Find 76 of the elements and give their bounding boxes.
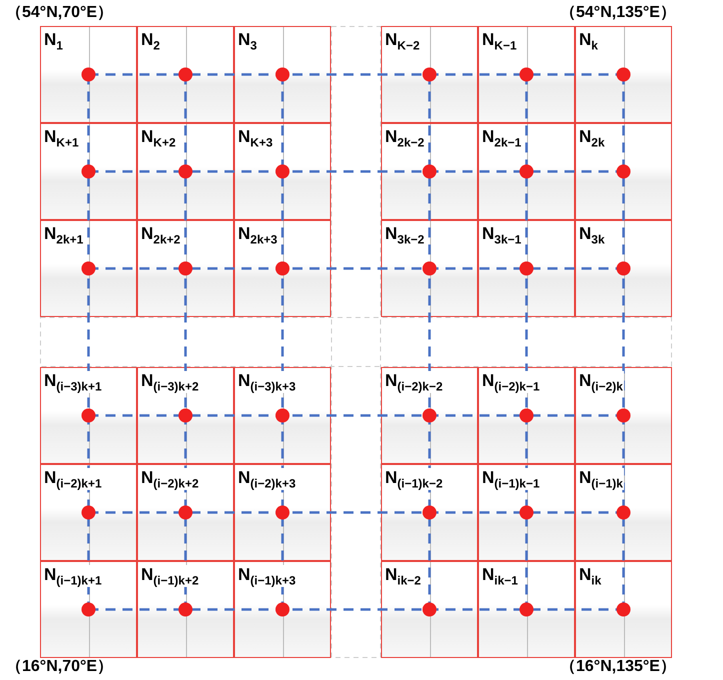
grid-cell — [478, 561, 575, 658]
grid-cell — [381, 464, 478, 561]
cell-label: N$_{3}$ — [238, 30, 258, 52]
cell-label: N$_{(i−1)k−2}$ — [385, 468, 444, 490]
grid-cell — [381, 123, 478, 220]
coordinate-label: （54°N,135°E） — [560, 3, 676, 23]
grid-cell — [478, 220, 575, 317]
grid-cell — [234, 220, 331, 317]
cell-label: N$_{2k+1}$ — [44, 224, 84, 246]
cell-label: N$_{(i−3)k+3}$ — [238, 371, 297, 394]
coordinate-label: （16°N,135°E） — [560, 657, 676, 677]
grid-cell — [40, 220, 137, 317]
cell-label: N$_{3k}$ — [579, 224, 606, 246]
grid-cell — [40, 123, 137, 220]
grid-cell — [234, 367, 331, 464]
grid-cell — [137, 123, 234, 220]
cell-label: N$_{(i−3)k+2}$ — [141, 371, 200, 394]
grid-cell — [234, 561, 331, 658]
cell-label: N$_{2k−2}$ — [385, 127, 426, 150]
cell-label: N$_{2k}$ — [579, 127, 606, 150]
cell-label: N$_{(i−2)k+1}$ — [44, 468, 103, 490]
grid-cell — [234, 123, 331, 220]
cell-label: N$_{(i−1)k−1}$ — [482, 468, 541, 490]
cell-label: N$_{2k−1}$ — [482, 127, 522, 150]
cell-label: N$_{K−2}$ — [385, 30, 421, 52]
cell-label: N$_{(i−1)k+1}$ — [44, 565, 103, 588]
grid-cell — [137, 26, 234, 123]
coordinate-label: （54°N,70°E） — [6, 3, 114, 23]
grid-cell — [575, 464, 672, 561]
grid-cell — [40, 464, 137, 561]
grid-cell — [478, 26, 575, 123]
cell-label: N$_{K−1}$ — [482, 30, 518, 52]
cell-label: N$_{1}$ — [44, 30, 64, 52]
grid-cell — [381, 367, 478, 464]
cell-label: N$_{(i−2)k−2}$ — [385, 371, 444, 394]
cell-label: N$_{ik−1}$ — [482, 565, 519, 588]
grid-cell — [575, 367, 672, 464]
grid-cell — [40, 367, 137, 464]
cell-label: N$_{K+3}$ — [238, 127, 274, 150]
grid-cell — [575, 26, 672, 123]
grid-cell — [137, 220, 234, 317]
grid-cell — [234, 464, 331, 561]
cell-label: N$_{2k+2}$ — [141, 224, 182, 246]
cell-label: N$_{2k+3}$ — [238, 224, 278, 246]
cell-label: N$_{2}$ — [141, 30, 161, 52]
cell-label: N$_{(i−1)k+3}$ — [238, 565, 297, 588]
grid-cell — [137, 367, 234, 464]
grid-cell — [575, 561, 672, 658]
cell-label: N$_{(i−2)k+2}$ — [141, 468, 200, 490]
cell-label: N$_{(i−1)k}$ — [579, 468, 624, 490]
cell-label: N$_{3k−2}$ — [385, 224, 426, 246]
grid-cell — [137, 561, 234, 658]
grid-cell — [381, 561, 478, 658]
grid-cell — [40, 561, 137, 658]
grid-cell — [381, 26, 478, 123]
cell-label: N$_{k}$ — [579, 30, 599, 52]
cell-label: N$_{ik−2}$ — [385, 565, 422, 588]
grid-cell — [234, 26, 331, 123]
grid-cell — [575, 220, 672, 317]
cell-label: N$_{3k−1}$ — [482, 224, 522, 246]
cell-label: N$_{(i−1)k+2}$ — [141, 565, 200, 588]
grid-cell — [575, 123, 672, 220]
cell-label: N$_{K+2}$ — [141, 127, 177, 150]
cell-label: N$_{(i−3)k+1}$ — [44, 371, 103, 394]
cell-label: N$_{K+1}$ — [44, 127, 80, 150]
cell-label: N$_{ik}$ — [579, 565, 602, 588]
cell-label: N$_{(i−2)k+3}$ — [238, 468, 297, 490]
grid-cell — [137, 464, 234, 561]
grid-cell — [40, 26, 137, 123]
coordinate-label: （16°N,70°E） — [6, 657, 114, 677]
cell-label: N$_{(i−2)k−1}$ — [482, 371, 541, 394]
grid-cell — [478, 367, 575, 464]
grid-cell — [478, 464, 575, 561]
grid-cell — [478, 123, 575, 220]
grid-cell — [381, 220, 478, 317]
cell-label: N$_{(i−2)k}$ — [579, 371, 624, 394]
